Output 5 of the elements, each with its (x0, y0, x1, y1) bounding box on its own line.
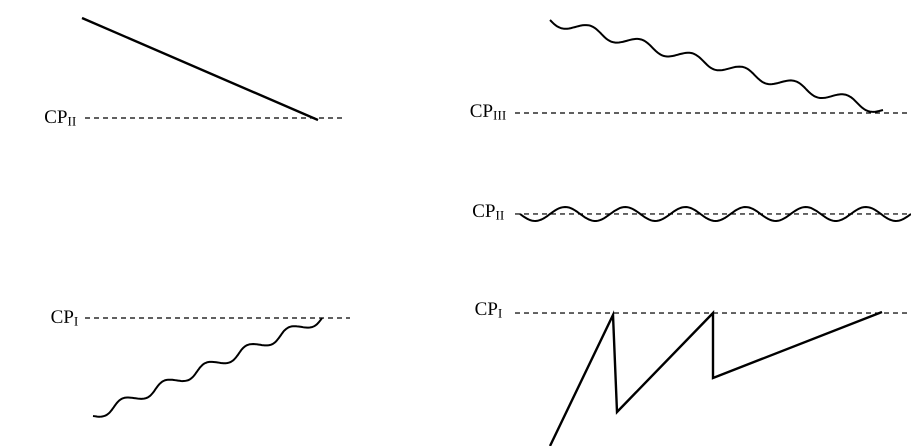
level-label: CP$_{II}$ (45, 110, 76, 126)
level-label: CP$_{I}$ (475, 302, 502, 318)
level-label: CP$_{I}$ (51, 310, 78, 326)
level-label: CP$_{III}$ (470, 104, 506, 120)
level-label: CP$_{II}$ (473, 204, 504, 220)
